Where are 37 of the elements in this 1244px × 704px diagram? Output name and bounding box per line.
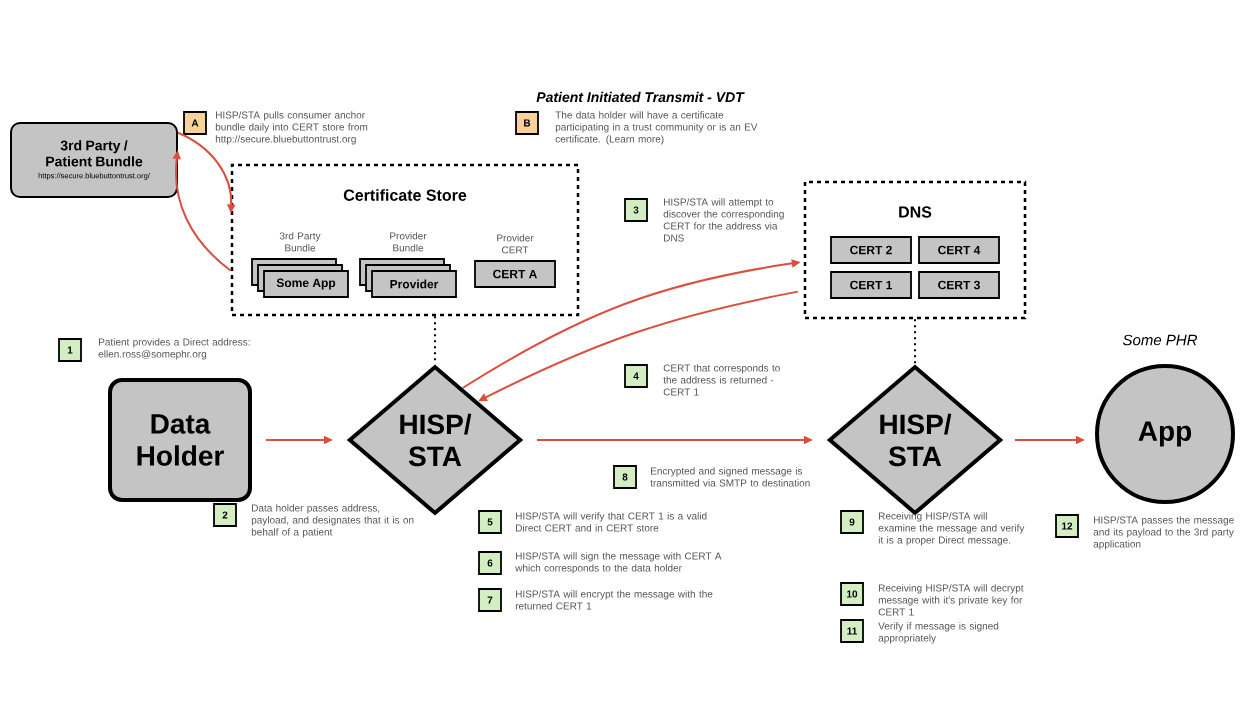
group-heading: Provider CERT bbox=[497, 234, 534, 254]
callout-number: 1 bbox=[58, 338, 82, 362]
note-text: HISP/STA will encrypt the message with the returned CERT 1 bbox=[515, 590, 713, 610]
note-text: The data holder will have a certificate participating in a trust community or is an EV certificate. (Learn more) bbox=[555, 111, 758, 145]
callout-number: 10 bbox=[840, 582, 864, 606]
cert-card: CERT 1 bbox=[830, 271, 912, 299]
cert-card: CERT 3 bbox=[918, 271, 1000, 299]
callout-number: 3 bbox=[624, 198, 648, 222]
note-text: HISP/STA passes the message and its payload to the 3rd party application bbox=[1093, 516, 1234, 550]
note-text: HISP/STA will sign the message with CERT A which corresponds to the data holder bbox=[515, 552, 722, 574]
callout-number: A bbox=[183, 111, 207, 135]
cert-card: CERT 4 bbox=[918, 236, 1000, 264]
callout-number: 6 bbox=[478, 551, 502, 575]
cert-card: CERT A bbox=[474, 260, 556, 288]
callout-number: 7 bbox=[478, 588, 502, 612]
callout-number: 11 bbox=[840, 619, 864, 643]
callout-number: 5 bbox=[478, 510, 502, 534]
note-text: CERT that corresponds to the address is returned - CERT 1 bbox=[663, 364, 780, 396]
group-heading: Provider Bundle bbox=[390, 232, 427, 252]
callout-number: 12 bbox=[1055, 514, 1079, 538]
note-text: Receiving HISP/STA will decrypt message with it's private key for CERT 1 bbox=[878, 584, 1024, 616]
note-text: HISP/STA will attempt to discover the corresponding CERT for the address via DNS bbox=[663, 198, 784, 242]
cert-card: CERT 2 bbox=[830, 236, 912, 264]
callout-number: 8 bbox=[613, 465, 637, 489]
note-text: Encrypted and signed message is transmitted via SMTP to destination bbox=[650, 467, 810, 487]
callout-number: 9 bbox=[840, 510, 864, 534]
diagram-title: Patient Initiated Transmit - VDT bbox=[536, 91, 745, 103]
note-text: HISP/STA pulls consumer anchor bundle daily into CERT store from http://secure.bluebuttontrust.org bbox=[215, 111, 368, 145]
note-text: Verify if message is signed appropriately bbox=[878, 622, 999, 644]
note-text: Patient provides a Direct address: ellen.ross@somephr.org bbox=[98, 338, 250, 360]
process-box: Data Holder bbox=[108, 378, 252, 502]
dotted-connector bbox=[914, 318, 916, 366]
callout-number: 2 bbox=[213, 503, 237, 527]
callout-number: B bbox=[515, 111, 539, 135]
group-heading: 3rd Party Bundle bbox=[279, 232, 321, 252]
callout-number: 4 bbox=[624, 364, 648, 388]
group-heading: Some PHR bbox=[1122, 334, 1198, 346]
